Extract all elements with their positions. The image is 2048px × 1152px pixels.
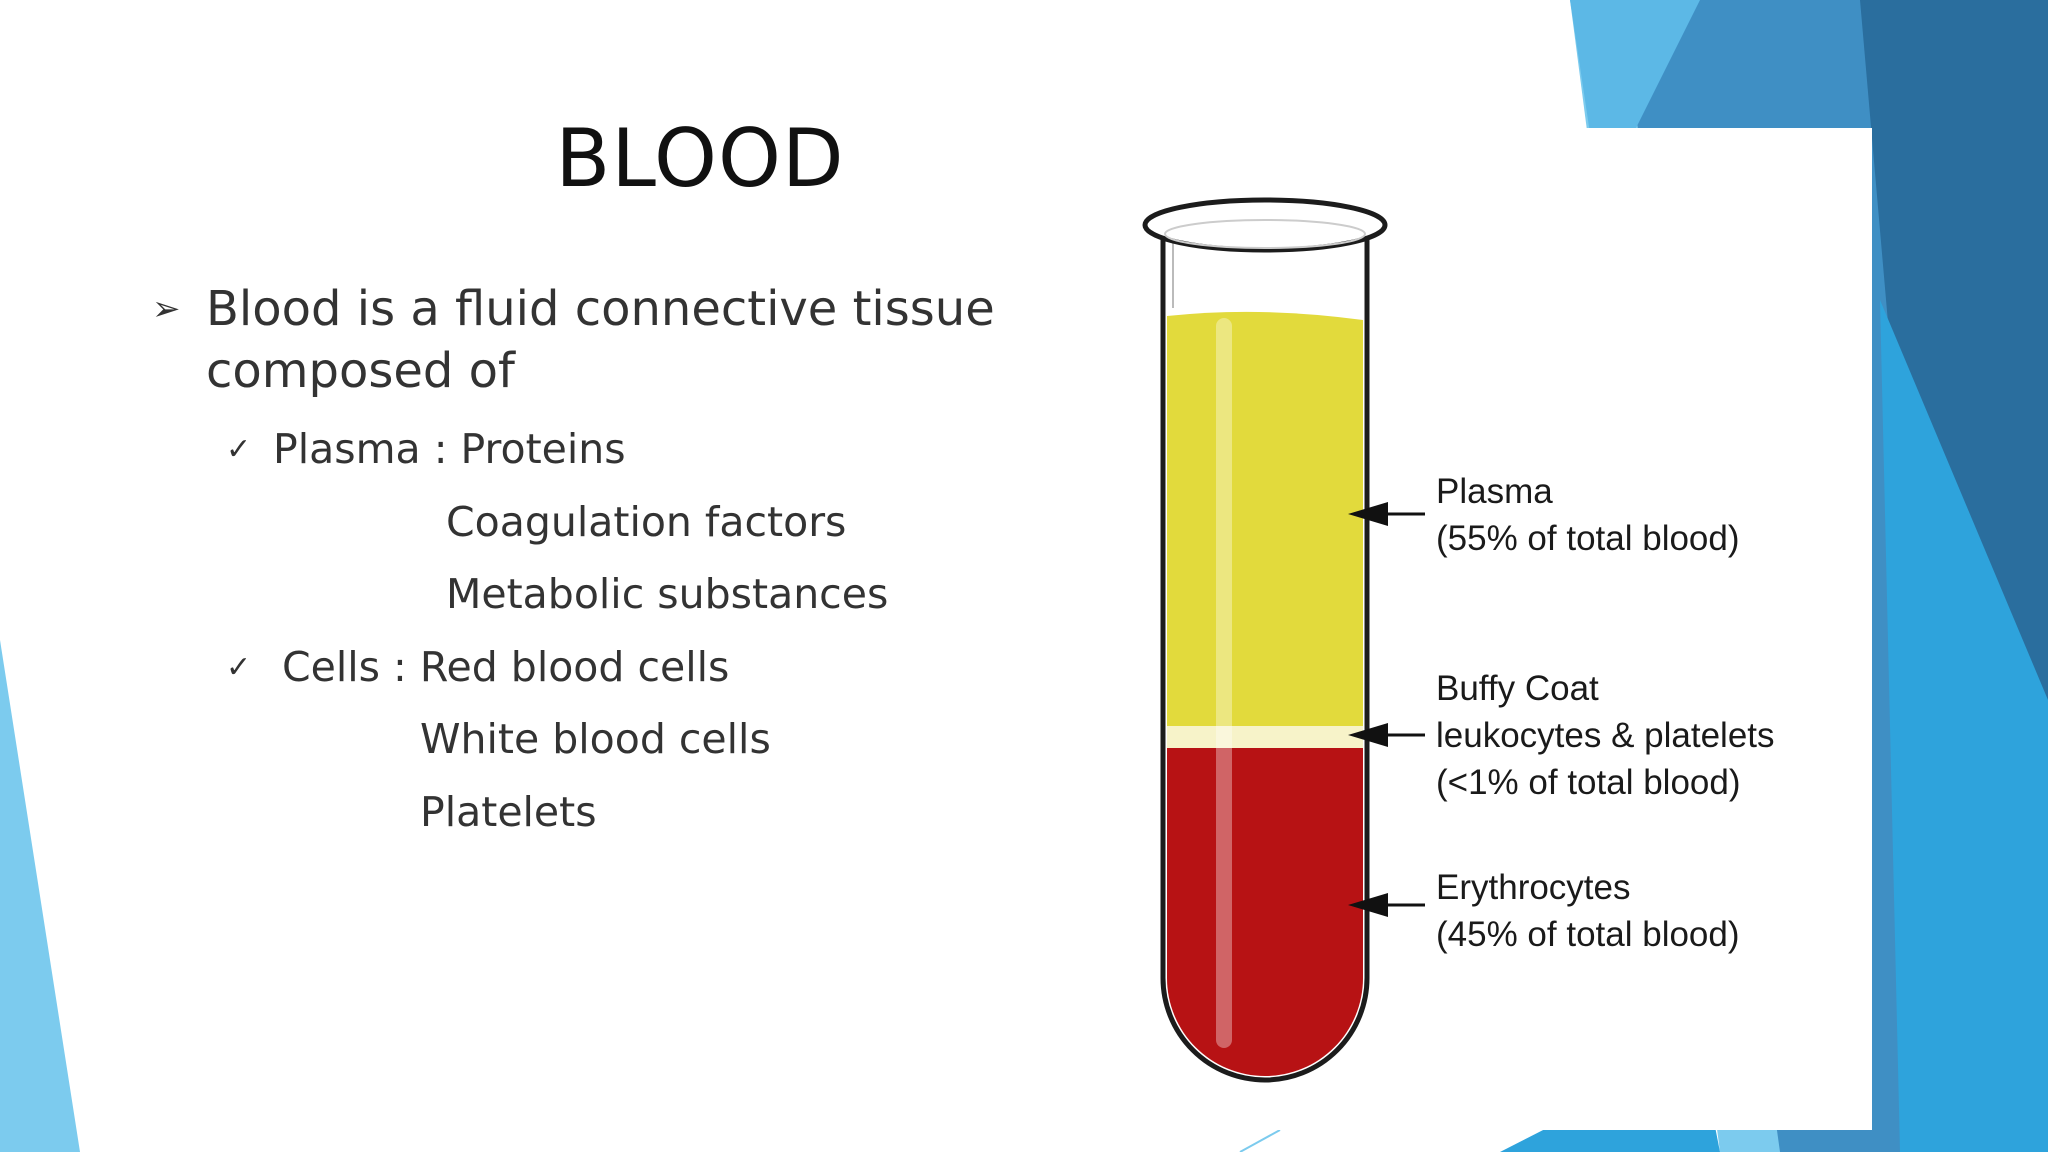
cells-item: White blood cells xyxy=(420,715,771,763)
buffy-coat-label: Buffy Coat xyxy=(1436,669,1599,708)
erythrocytes-label: Erythrocytes xyxy=(1436,868,1631,907)
check-icon: ✓ xyxy=(226,432,252,467)
check-icon: ✓ xyxy=(226,650,252,685)
plasma-label: Plasma xyxy=(1436,472,1553,511)
erythrocytes-percent: (45% of total blood) xyxy=(1436,915,1740,954)
cells-item: Platelets xyxy=(420,788,597,836)
plasma-layer xyxy=(1167,311,1363,726)
plasma-item: Coagulation factors xyxy=(446,498,847,546)
main-bullet-text: Blood is a fluid connective tissue compo… xyxy=(206,281,995,399)
cells-heading: Cells : Red blood cells xyxy=(282,643,730,691)
buffy-coat-percent: (<1% of total blood) xyxy=(1436,763,1741,802)
plasma-item: Metabolic substances xyxy=(446,570,889,618)
buffy-coat-desc: leukocytes & platelets xyxy=(1436,716,1775,755)
blood-tube-figure: Plasma (55% of total blood) Buffy Coat l… xyxy=(1110,128,1872,1130)
buffy-coat-layer xyxy=(1167,726,1363,748)
arrow-bullet-icon: ➢ xyxy=(152,289,181,329)
plasma-heading: Plasma : Proteins xyxy=(273,425,626,473)
test-tube-diagram xyxy=(1142,197,1425,1083)
erythrocyte-layer xyxy=(1167,748,1363,1076)
plasma-percent: (55% of total blood) xyxy=(1436,519,1740,558)
